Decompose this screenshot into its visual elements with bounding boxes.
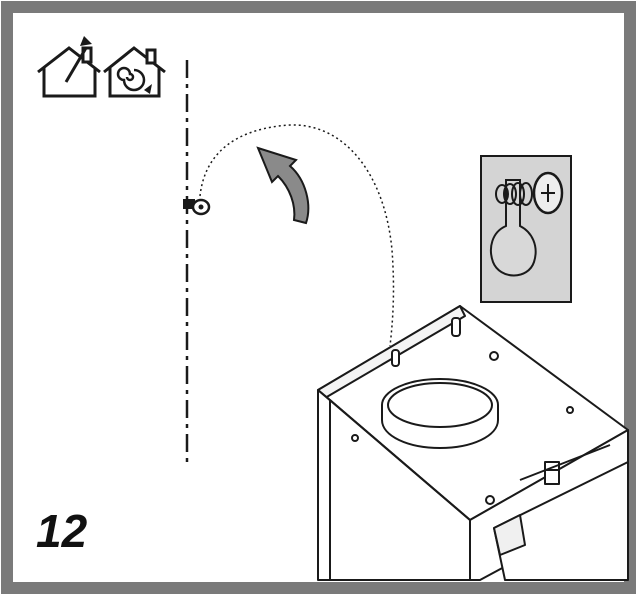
keyhole-detail-inset: [480, 155, 572, 303]
wall-screw-icon: [183, 198, 211, 216]
lift-arrow: [256, 146, 310, 225]
movement-path: [199, 124, 395, 347]
cooker-hood-body: [317, 305, 629, 581]
house-extraction-icon: [37, 36, 101, 98]
house-recirculation-icon: [103, 46, 166, 98]
step-number: 12: [36, 505, 88, 557]
